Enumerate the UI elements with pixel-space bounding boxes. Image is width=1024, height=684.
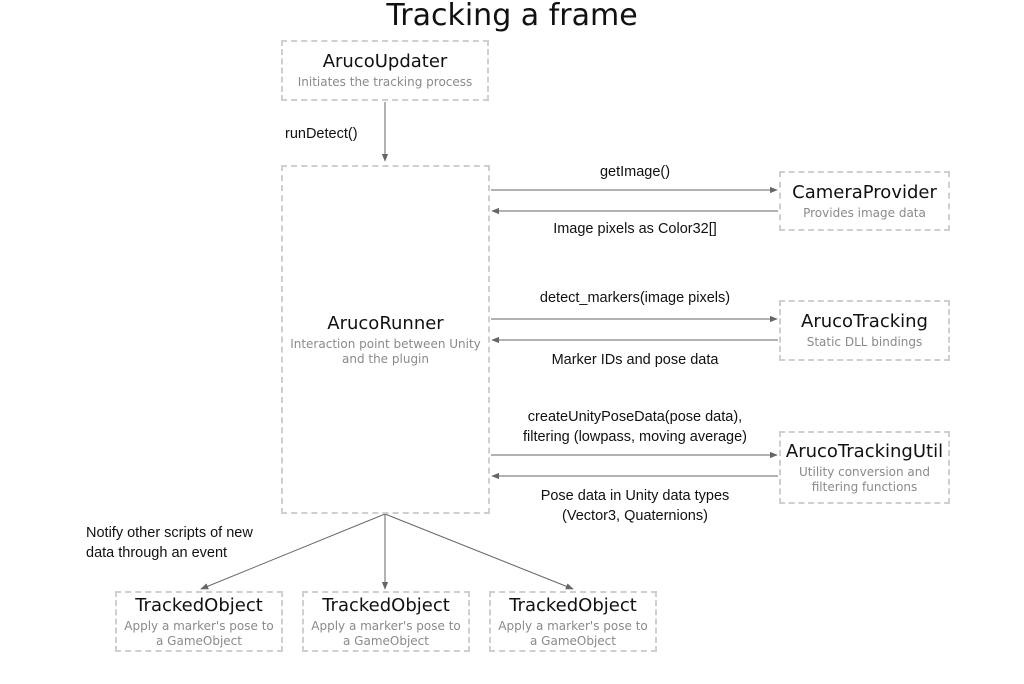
aruco-runner-box: ArucoRunner Interaction point between Un… [281,165,490,514]
aruco-runner-desc-line2: and the plugin [341,351,429,366]
label-notify-line2: data through an event [86,545,228,561]
aruco-updater-desc: Initiates the tracking process [297,75,473,89]
diagram-title: Tracking a frame [386,0,638,33]
tracked-object-box-2: TrackedObject Apply a marker's pose to a… [302,591,470,652]
label-image-pixels: Image pixels as Color32[] [553,221,717,237]
label-notify-line1: Notify other scripts of new [86,525,253,541]
aruco-tracking-box: ArucoTracking Static DLL bindings [779,300,950,361]
aruco-tracking-util-desc-line1: Utility conversion and [799,464,930,479]
arrow-notify-right [384,513,574,590]
tracked-object-desc-line2: a GameObject [530,633,616,648]
label-pose-unity-line2: (Vector3, Quaternions) [562,508,708,524]
arrow-notify-left [200,513,386,590]
label-create-pose-line1: createUnityPoseData(pose data), [527,409,743,425]
label-run-detect: runDetect() [285,126,358,142]
tracked-object-desc-line1: Apply a marker's pose to [498,618,648,633]
aruco-runner-desc-line1: Interaction point between Unity [290,336,481,351]
aruco-tracking-util-box: ArucoTrackingUtil Utility conversion and… [779,431,950,504]
tracked-object-name: TrackedObject [509,594,637,616]
label-get-image: getImage() [599,164,671,180]
label-create-pose-line2: filtering (lowpass, moving average) [522,429,748,445]
label-marker-ids: Marker IDs and pose data [551,352,719,368]
aruco-tracking-util-name: ArucoTrackingUtil [785,440,944,462]
aruco-updater-name: ArucoUpdater [322,51,448,72]
tracked-object-desc-line2: a GameObject [156,633,242,648]
camera-provider-box: CameraProvider Provides image data [779,171,950,231]
label-pose-unity-line1: Pose data in Unity data types [540,488,730,504]
tracked-object-box-3: TrackedObject Apply a marker's pose to a… [489,591,657,652]
tracked-object-name: TrackedObject [135,594,263,616]
tracked-object-name: TrackedObject [322,594,450,616]
aruco-updater-box: ArucoUpdater Initiates the tracking proc… [281,40,489,101]
camera-provider-desc: Provides image data [803,205,926,220]
label-detect-markers: detect_markers(image pixels) [539,290,731,306]
camera-provider-name: CameraProvider [792,181,937,203]
aruco-tracking-name: ArucoTracking [801,311,928,332]
tracked-object-desc-line1: Apply a marker's pose to [311,618,461,633]
tracked-object-box-1: TrackedObject Apply a marker's pose to a… [115,591,283,652]
aruco-runner-name: ArucoRunner [327,312,444,334]
tracked-object-desc-line2: a GameObject [343,633,429,648]
tracked-object-desc-line1: Apply a marker's pose to [124,618,274,633]
aruco-tracking-util-desc-line2: filtering functions [811,479,918,494]
aruco-tracking-desc: Static DLL bindings [806,335,923,349]
